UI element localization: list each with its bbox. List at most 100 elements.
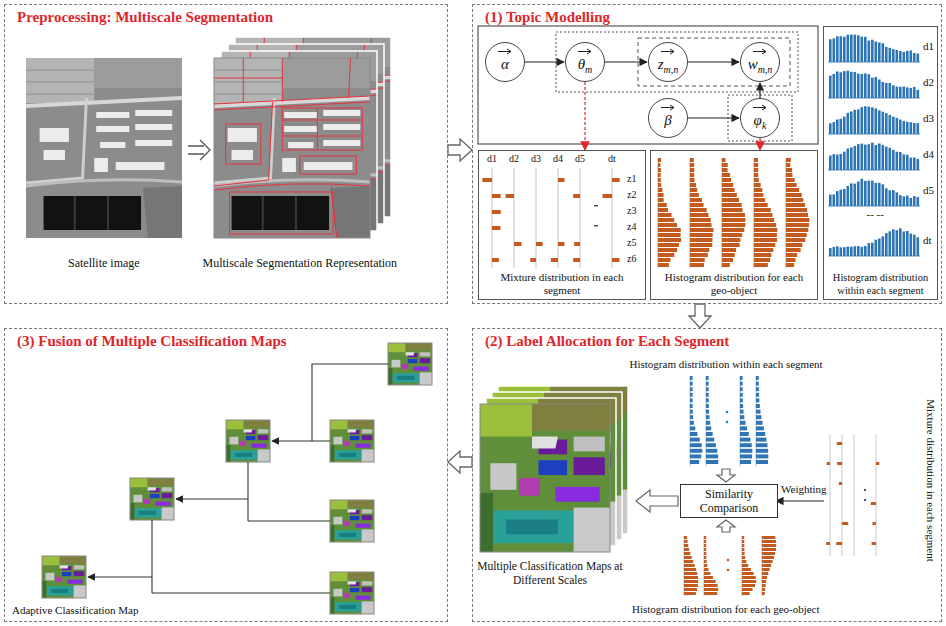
illustration-part xyxy=(200,140,210,160)
illustration-part xyxy=(638,38,790,86)
histogram-bar xyxy=(722,218,745,222)
histogram-bar xyxy=(896,152,899,170)
histogram-bar xyxy=(754,198,765,202)
histogram-bar xyxy=(740,398,743,402)
histogram-bar xyxy=(850,247,853,256)
histogram-bar xyxy=(786,218,809,222)
histogram-bar xyxy=(875,240,878,256)
histogram-bar xyxy=(690,233,713,237)
process-label: Similarity Comparison xyxy=(681,487,777,515)
mixture-bar xyxy=(873,522,876,525)
histogram-bar xyxy=(684,560,693,563)
image-caption: Satellite image xyxy=(68,256,140,270)
histogram-bar xyxy=(722,173,730,177)
model-variable: α xyxy=(485,42,525,82)
histogram-bar xyxy=(756,443,768,447)
histogram-bar xyxy=(754,178,759,182)
histogram-bar xyxy=(786,263,794,267)
histogram-bar xyxy=(910,88,913,98)
histogram-bar xyxy=(885,188,888,206)
box-caption: Histogram distribution for each geo-obje… xyxy=(655,271,813,297)
histogram-bar xyxy=(740,460,751,464)
axis-line xyxy=(854,434,855,556)
illustration-part xyxy=(388,343,432,385)
histogram-bar xyxy=(892,229,895,256)
histogram-bar xyxy=(722,248,736,252)
histogram-bar xyxy=(684,572,697,575)
axis-line xyxy=(876,434,877,556)
histogram-bar xyxy=(706,426,711,430)
histogram-bar xyxy=(786,233,807,237)
dependency-arrow xyxy=(759,138,760,150)
classification-map-stack xyxy=(480,386,628,552)
histogram-bar xyxy=(857,246,860,256)
histogram-bar xyxy=(857,109,860,134)
histogram-bar xyxy=(889,115,892,134)
ellipsis-mark xyxy=(594,205,598,207)
histogram-bar xyxy=(871,40,874,62)
histogram-bar xyxy=(722,208,743,212)
vector-arrow-line xyxy=(578,49,591,54)
mixture-bar xyxy=(876,462,879,465)
histogram-bar xyxy=(704,540,706,543)
histogram-bar xyxy=(658,208,668,212)
flow-arrow xyxy=(689,304,711,328)
mixture-bar xyxy=(836,542,842,545)
histogram-bar xyxy=(690,398,693,402)
histogram-bar xyxy=(892,49,895,62)
histogram-bar xyxy=(740,376,743,380)
histogram-bar xyxy=(899,152,902,170)
histogram-bar xyxy=(690,263,704,267)
histogram-bar xyxy=(740,426,747,430)
chart-box: Histogram distribution within each segme… xyxy=(823,26,938,300)
ellipsis-mark xyxy=(726,411,729,414)
histogram-bar xyxy=(762,572,768,575)
segmentation-stack xyxy=(214,37,391,238)
illustration-part xyxy=(717,469,735,482)
illustration-part xyxy=(248,462,330,521)
illustration-part xyxy=(272,440,330,441)
histogram-bar xyxy=(684,536,687,539)
histogram-bar xyxy=(840,36,843,62)
model-edge xyxy=(759,83,760,98)
histogram-bar xyxy=(754,168,758,172)
histogram-bar xyxy=(690,432,697,436)
histogram-bar xyxy=(840,190,843,206)
mixture-bar xyxy=(492,194,501,198)
illustration-part xyxy=(388,343,432,385)
illustration-part xyxy=(26,58,182,238)
histogram-bar xyxy=(690,387,693,391)
histogram-bar xyxy=(684,588,697,591)
histogram-bar xyxy=(829,248,832,256)
histogram-bar xyxy=(740,449,752,453)
histogram-bar xyxy=(684,584,698,587)
histogram-bar xyxy=(754,163,758,167)
histogram-bar xyxy=(833,154,836,170)
vector-arrow-line xyxy=(753,49,766,54)
histogram-bar xyxy=(896,50,899,62)
histogram-bar xyxy=(913,87,916,98)
axis-label: z4 xyxy=(627,221,636,233)
histogram-bar xyxy=(706,387,709,391)
illustration-part xyxy=(330,420,374,462)
histogram-bar xyxy=(871,107,874,134)
histogram-bar xyxy=(706,421,710,425)
histogram-bar xyxy=(690,228,714,232)
histogram-bar xyxy=(786,248,801,252)
histogram-bar xyxy=(756,398,759,402)
histogram-bar xyxy=(843,152,846,170)
mixture-bar xyxy=(492,210,501,214)
histogram-bar xyxy=(684,580,698,583)
mixture-bar xyxy=(826,542,830,545)
histogram-bar xyxy=(829,39,832,62)
mixture-bar xyxy=(602,194,612,198)
histogram-bar xyxy=(762,556,774,559)
variable-symbol: wm,n xyxy=(741,56,779,72)
vector-arrow-line xyxy=(753,105,766,110)
ellipsis-mark xyxy=(727,569,730,572)
histogram-bar xyxy=(906,196,909,206)
histogram-bar xyxy=(658,198,664,202)
histogram-bar xyxy=(903,52,906,62)
histogram-bar xyxy=(756,421,763,425)
histogram-bar xyxy=(684,556,692,559)
